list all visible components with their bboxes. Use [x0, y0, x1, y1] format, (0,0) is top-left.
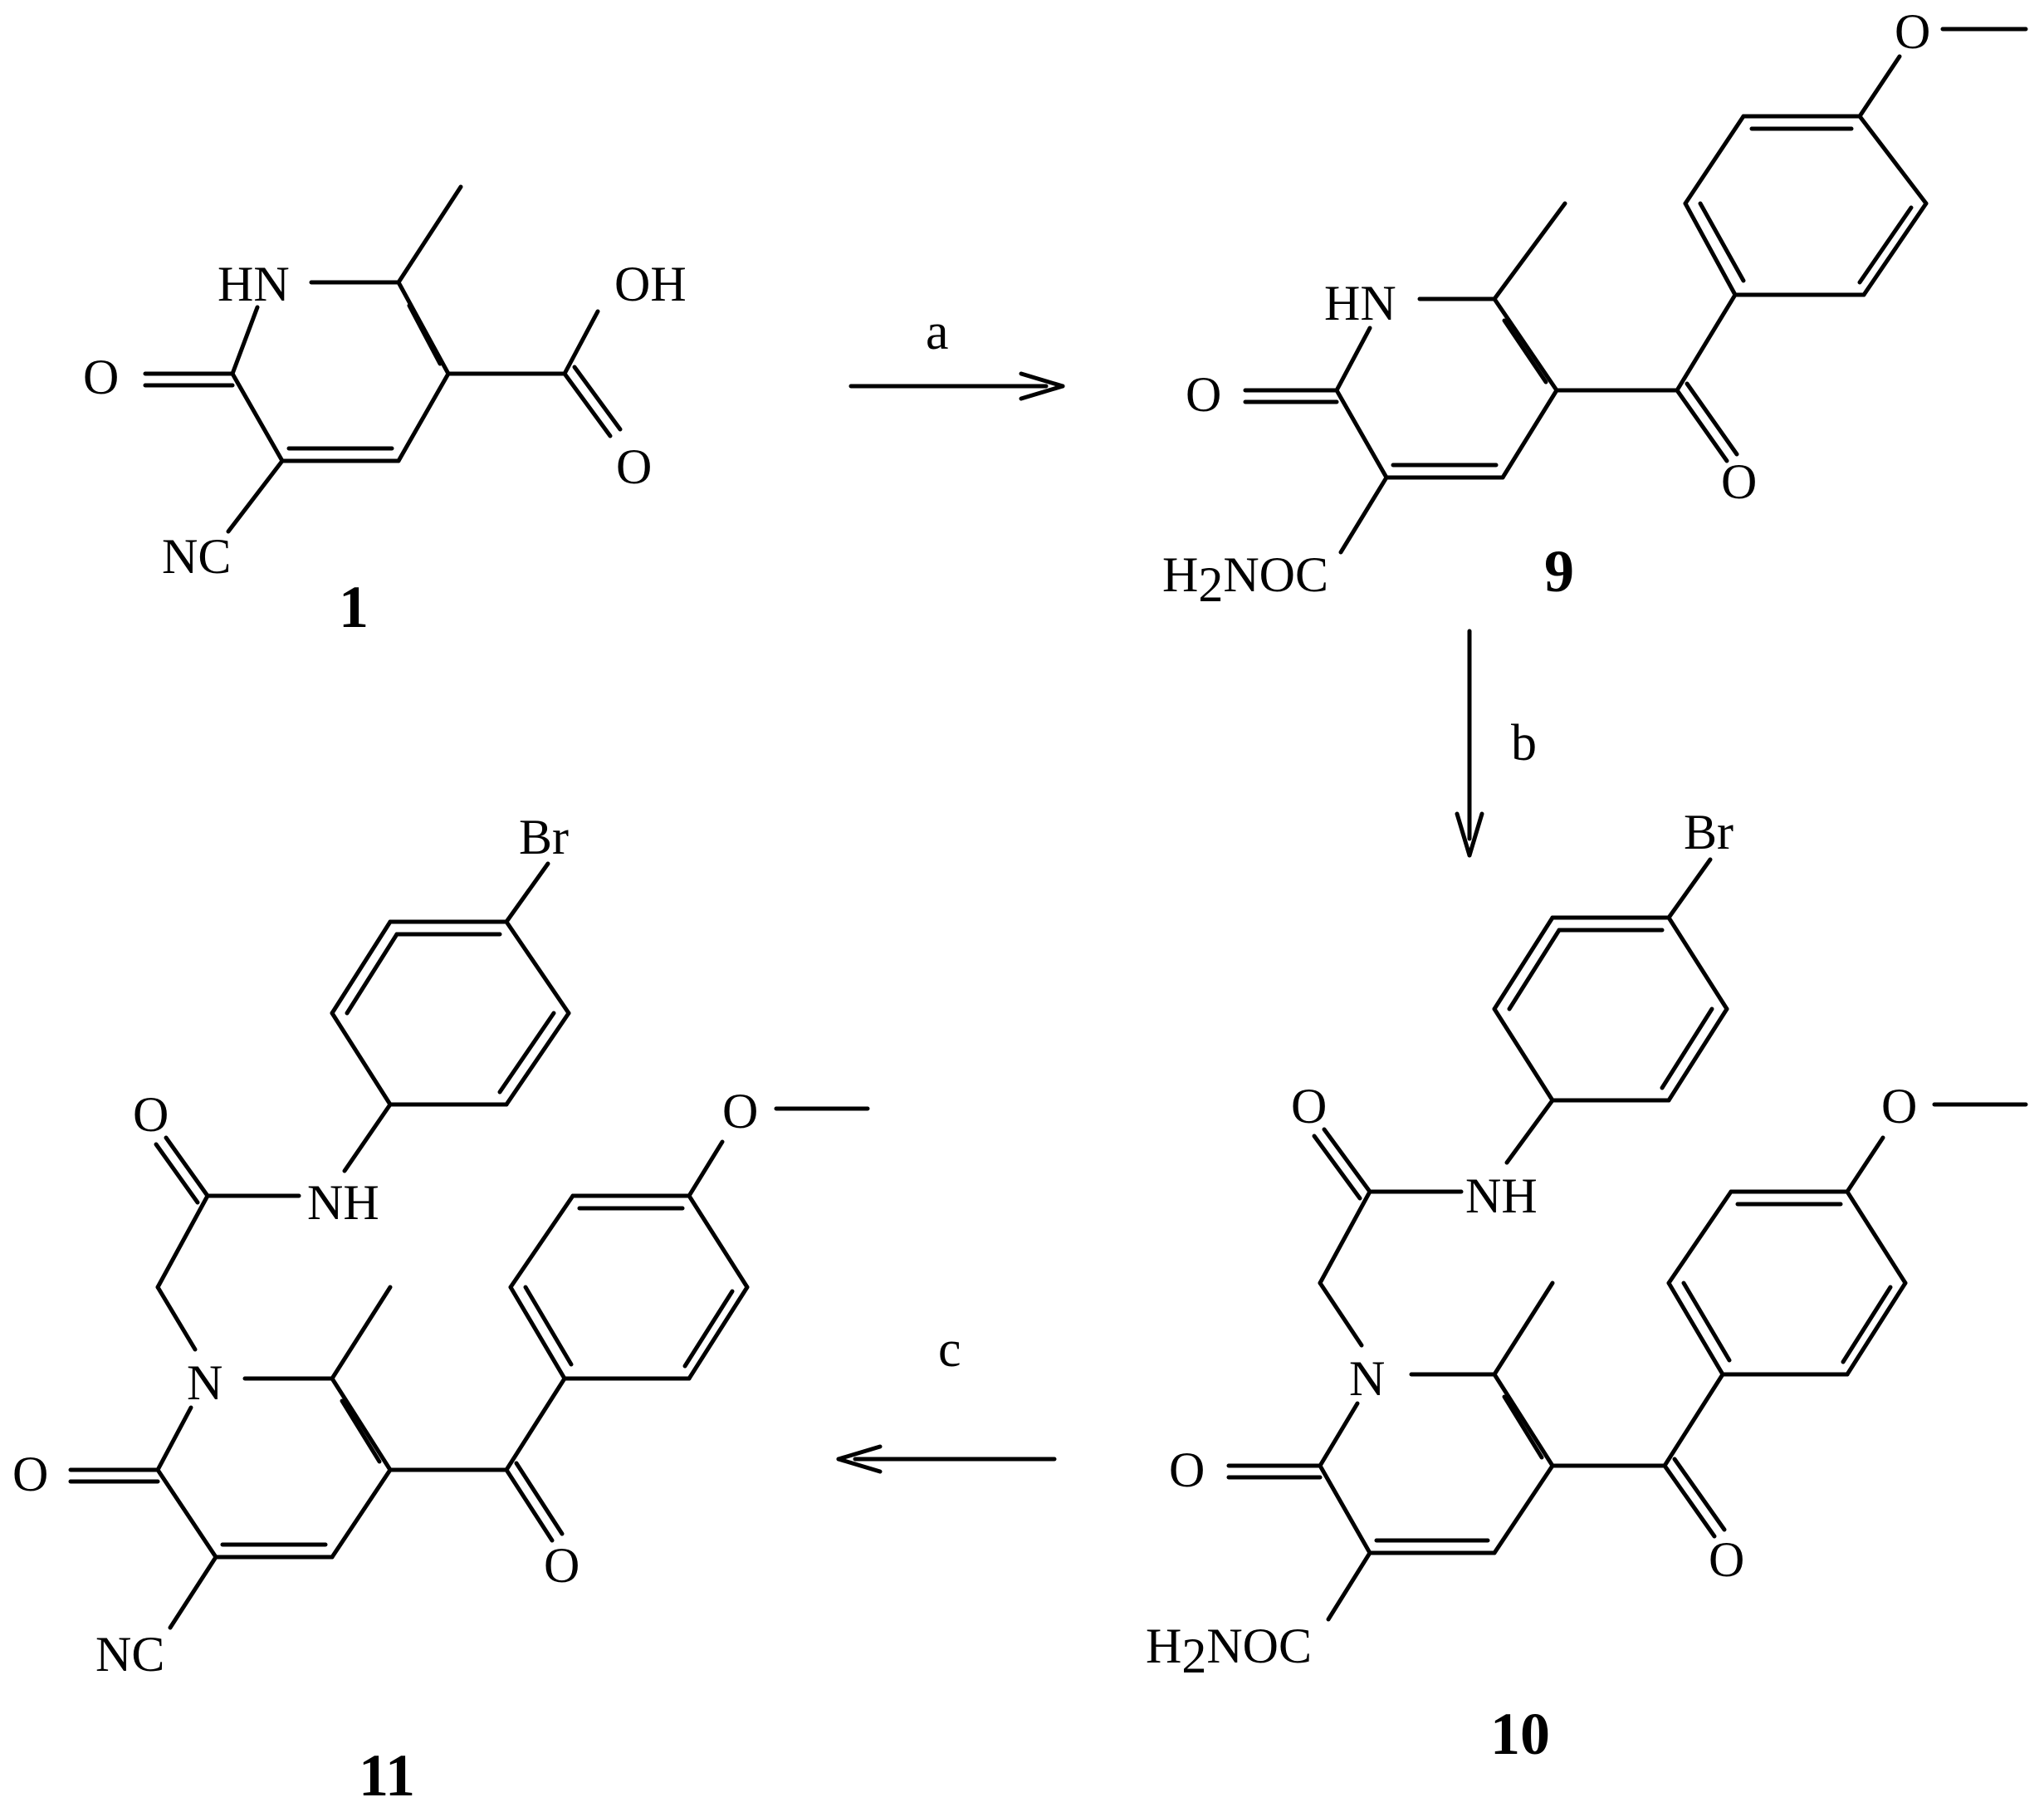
compound-label-9: 9: [1544, 538, 1574, 605]
compound-10: Br O NH N O O O H2NOC 10: [1146, 805, 2028, 1767]
atom-label-oxygen: O: [1169, 1442, 1205, 1497]
compound-label-11: 11: [359, 1742, 415, 1809]
atom-label-oxygen: O: [1291, 1079, 1327, 1134]
atom-label-oxygen: O: [1881, 1079, 1917, 1134]
atom-label-oxygen: O: [544, 1538, 579, 1593]
atom-label-nc: NC: [162, 529, 231, 584]
compound-label-10: 10: [1490, 1701, 1550, 1767]
atom-label-br: Br: [519, 810, 569, 864]
atom-label-h2noc: H2NOC: [1146, 1619, 1312, 1683]
atom-label-oxygen: O: [1721, 454, 1757, 509]
atom-label-hn: HN: [1324, 276, 1396, 331]
compound-1: HN O OH O NC 1: [83, 184, 687, 640]
atom-label-nh: NH: [1465, 1168, 1538, 1223]
compound-9: HN O O O H2NOC 9: [1162, 4, 2028, 612]
atom-label-oxygen: O: [1895, 4, 1930, 59]
step-label-a: a: [926, 304, 949, 360]
compound-11: Br O NH N O O O NC 11: [12, 810, 870, 1809]
atom-label-nc: NC: [95, 1627, 164, 1682]
atom-label-br: Br: [1684, 805, 1733, 859]
atom-label-h2noc: H2NOC: [1162, 547, 1328, 612]
atom-label-nh: NH: [307, 1175, 379, 1230]
reaction-arrow-b: b: [1455, 629, 1537, 858]
atom-label-oxygen: O: [722, 1084, 758, 1139]
atom-label-oxygen: O: [83, 350, 119, 404]
atom-label-oxygen: O: [1186, 367, 1221, 422]
step-label-b: b: [1511, 715, 1537, 771]
compound-label-1: 1: [339, 574, 369, 640]
reaction-arrow-a: a: [848, 304, 1065, 401]
atom-label-n: N: [187, 1355, 222, 1410]
atom-label-oxygen: O: [616, 439, 652, 494]
atom-label-hn: HN: [218, 257, 290, 311]
atom-label-n: N: [1349, 1351, 1385, 1406]
step-label-c: c: [938, 1321, 961, 1378]
atom-label-oxygen: O: [1709, 1532, 1744, 1587]
reaction-arrow-c: c: [836, 1321, 1057, 1474]
atom-label-oh: OH: [614, 257, 687, 311]
atom-label-oxygen: O: [12, 1447, 48, 1501]
atom-label-oxygen: O: [133, 1087, 169, 1142]
